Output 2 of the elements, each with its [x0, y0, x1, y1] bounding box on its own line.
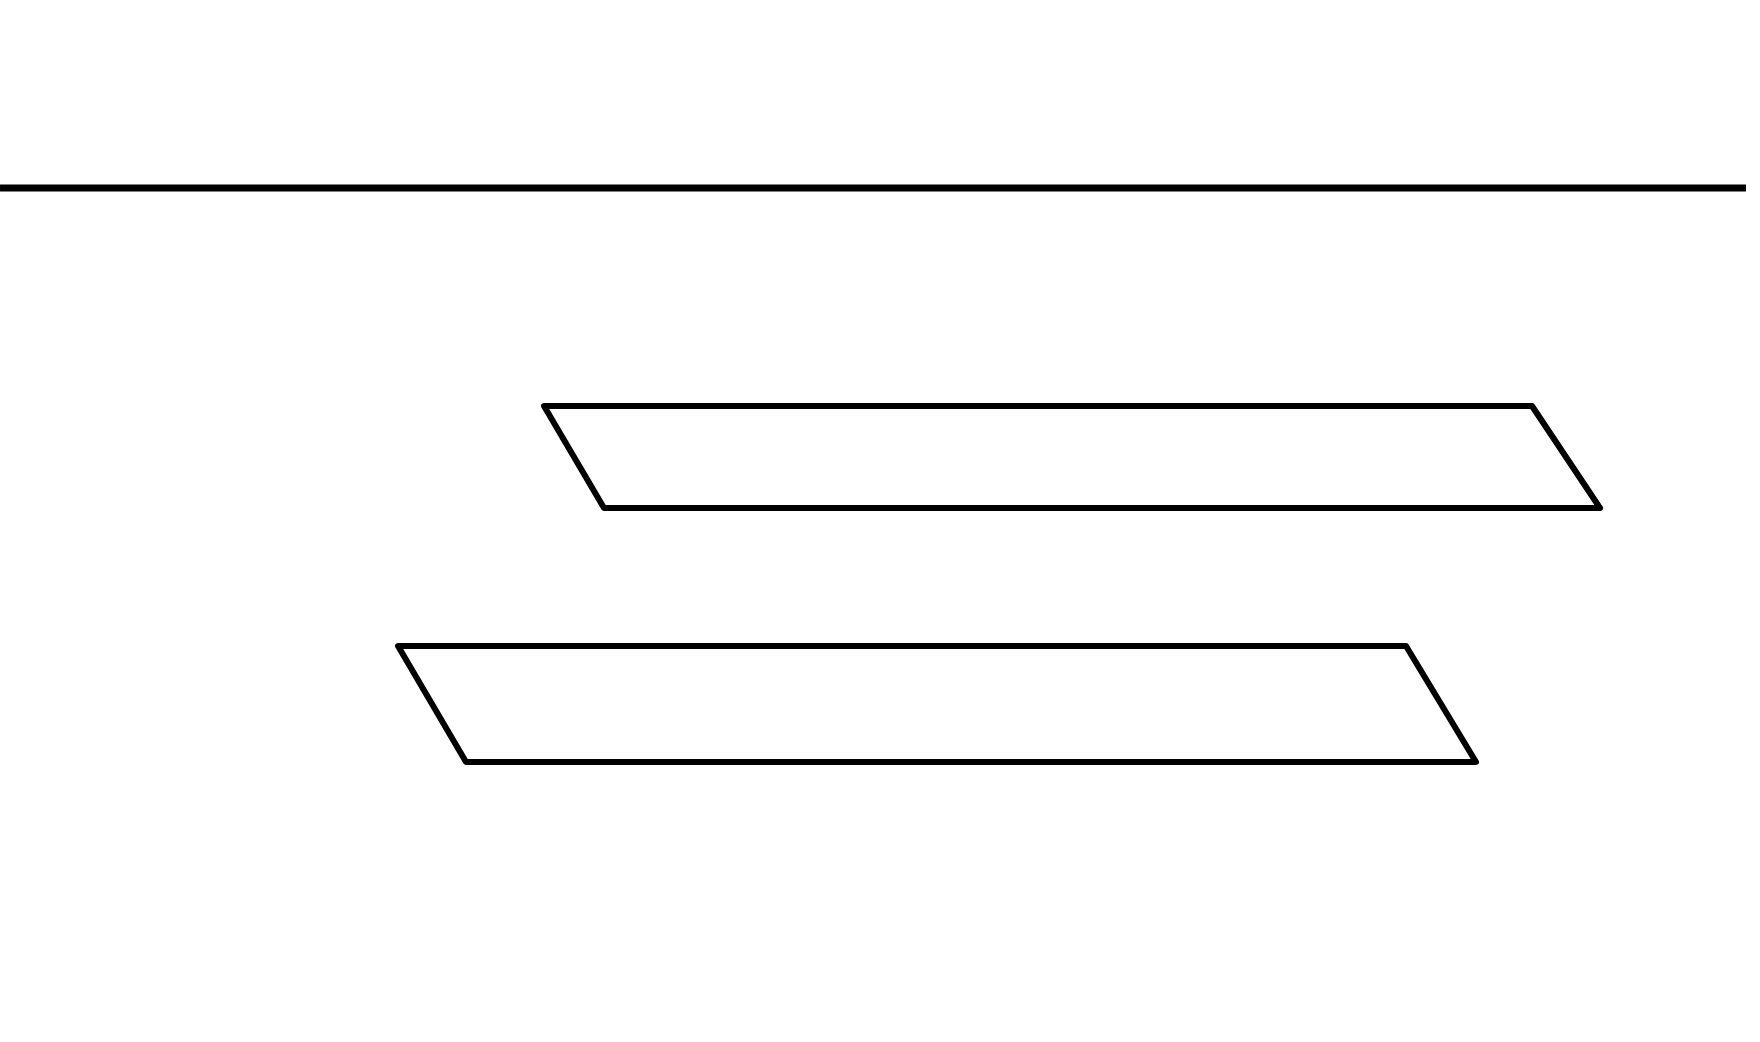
- parallelogram: [395, 643, 1479, 765]
- parallelogram: [541, 403, 1603, 511]
